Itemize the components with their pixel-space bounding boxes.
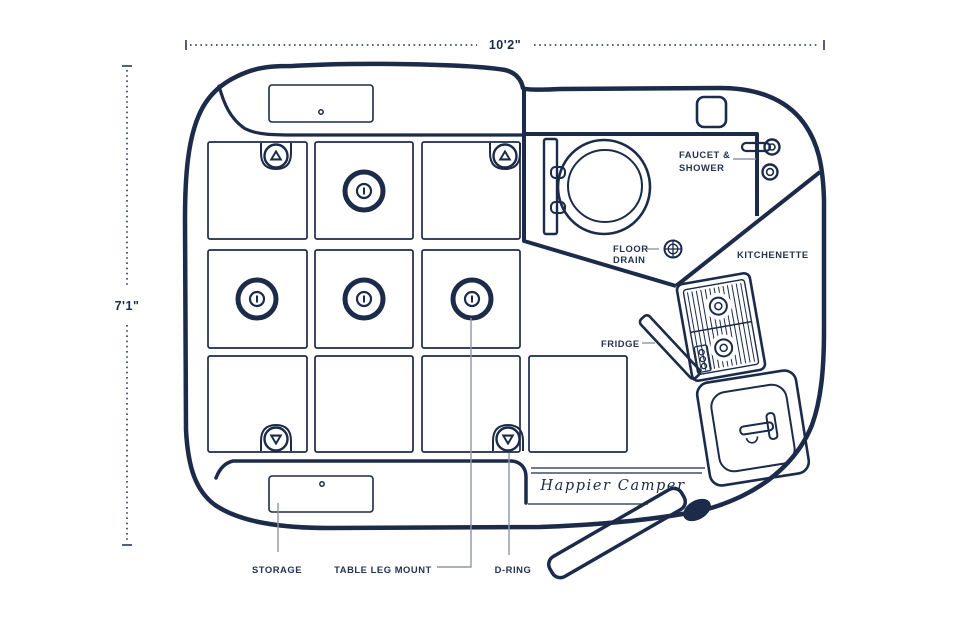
two-burner-stove-icon bbox=[675, 271, 767, 383]
sink-with-faucet-icon bbox=[695, 369, 811, 487]
floor-drain-label-line2: DRAIN bbox=[613, 254, 645, 265]
height-dimension-ticks bbox=[122, 65, 132, 546]
stove-inner-panel bbox=[682, 279, 760, 375]
stove-knob bbox=[698, 349, 705, 356]
roof-vent-icon bbox=[695, 95, 728, 129]
width-dimension-line: 10'2" bbox=[185, 38, 825, 52]
table-leg-mount-icon bbox=[450, 277, 494, 321]
circle-triangle-up-icon bbox=[260, 143, 292, 171]
toilet-icon bbox=[542, 137, 652, 236]
floor-drain-grate bbox=[665, 241, 681, 257]
fridge-label: FRIDGE bbox=[601, 338, 640, 349]
floor-tile-grid bbox=[207, 141, 628, 453]
stove-burner bbox=[708, 296, 728, 316]
faucet-head-center bbox=[768, 143, 776, 151]
circle-triangle-down-icon bbox=[492, 423, 524, 452]
camper-body-outline bbox=[182, 61, 827, 531]
table-leg-mounts bbox=[235, 169, 494, 321]
table-leg-mount-icon bbox=[235, 277, 279, 321]
sink-drain bbox=[745, 436, 759, 444]
stove-knob-panel bbox=[693, 344, 712, 373]
storage-label: STORAGE bbox=[252, 564, 302, 575]
floor-drain-label-line1: FLOOR bbox=[613, 243, 649, 254]
storage-hatch-outline bbox=[268, 475, 374, 513]
open-door-icon bbox=[546, 486, 711, 580]
toilet-hinge-top bbox=[550, 166, 566, 179]
stove-burner-center bbox=[714, 301, 723, 311]
width-dimension-label: 10'2" bbox=[489, 38, 521, 52]
table-leg-mount-icon bbox=[342, 169, 386, 213]
stove-burner-center bbox=[719, 343, 728, 353]
door-panel bbox=[546, 486, 688, 580]
d-rings bbox=[260, 143, 524, 452]
table-leg-mount-label: TABLE LEG MOUNT bbox=[334, 564, 432, 575]
sink-faucet-base bbox=[765, 412, 779, 440]
toilet-tank bbox=[542, 137, 559, 236]
storage-hatch-outline bbox=[268, 84, 374, 123]
faucet-shower-label-line2: SHOWER bbox=[679, 162, 725, 173]
floor-tile bbox=[528, 355, 628, 453]
stove-knob bbox=[699, 355, 707, 363]
storage-latch-icon bbox=[318, 109, 324, 115]
faucet-head bbox=[763, 138, 781, 156]
height-dimension-line: 7'1" bbox=[115, 65, 140, 546]
height-dimension-label: 7'1" bbox=[115, 299, 140, 313]
d-ring-label: D-RING bbox=[495, 564, 532, 575]
bathroom-right-wall bbox=[524, 132, 759, 216]
stove-burner-halo bbox=[710, 334, 738, 362]
sink-faucet-arm bbox=[739, 421, 775, 436]
bathroom-left-wall bbox=[522, 89, 677, 288]
callout-labels: FAUCET & SHOWER FLOOR DRAIN KITCHENETTE … bbox=[252, 149, 809, 575]
brand-logo: Happier Camper bbox=[539, 478, 685, 494]
stove-burner-halo bbox=[704, 292, 732, 320]
floor-drain-icon bbox=[663, 239, 683, 259]
bathroom-walls bbox=[522, 89, 822, 288]
stove-divider bbox=[690, 320, 752, 334]
fridge-handle-icon bbox=[638, 314, 702, 380]
table-leg-mount-leader-line bbox=[437, 318, 472, 568]
circle-triangle-up-icon bbox=[489, 143, 521, 171]
floor-tile bbox=[314, 355, 414, 453]
storage-latch-icon bbox=[319, 481, 325, 487]
floor-drain-ring bbox=[663, 239, 683, 259]
table-leg-mount-icon bbox=[342, 277, 386, 321]
floor-tile bbox=[207, 355, 308, 453]
faucet-and-showerhead-icon bbox=[740, 138, 781, 181]
banner-top-lines bbox=[531, 467, 705, 474]
door-hinge bbox=[683, 498, 711, 522]
faucet-arm bbox=[740, 141, 772, 153]
stove-burner bbox=[714, 338, 734, 358]
kitchenette-wall bbox=[674, 170, 822, 288]
front-compartment-divider bbox=[217, 84, 526, 137]
toilet-bowl-inner bbox=[567, 149, 643, 223]
front-storage-hatch bbox=[268, 84, 374, 123]
stove-knob bbox=[700, 362, 708, 370]
stove-outline bbox=[675, 271, 767, 383]
shower-head bbox=[761, 163, 779, 181]
sink-counter bbox=[695, 369, 811, 487]
shower-head-center bbox=[765, 167, 775, 177]
circle-triangle-down-icon bbox=[260, 423, 292, 452]
toilet-bowl-outer bbox=[556, 138, 652, 236]
sink-basin bbox=[710, 383, 796, 473]
kitchenette-label: KITCHENETTE bbox=[737, 249, 809, 260]
rear-bench-edge bbox=[214, 459, 528, 505]
leader-lines bbox=[277, 158, 756, 568]
faucet-shower-label-line1: FAUCET & bbox=[679, 149, 730, 160]
width-dimension-ticks bbox=[185, 40, 825, 50]
toilet-hinge-bottom bbox=[550, 201, 566, 214]
rear-storage-hatch bbox=[268, 475, 374, 513]
floor-tile bbox=[207, 141, 308, 240]
